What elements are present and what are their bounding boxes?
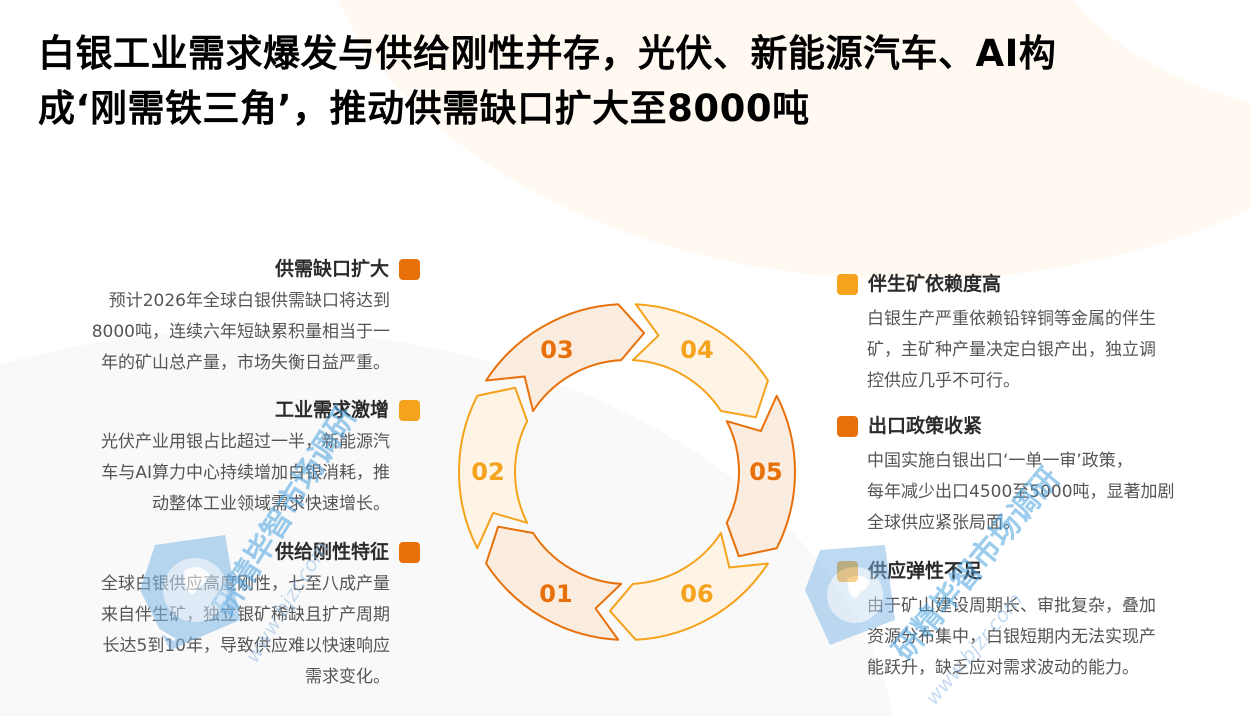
segment-06-arrow: [608, 532, 769, 641]
square-bullet-icon: [399, 399, 420, 421]
text-line: 资源分布集中，白银短期内无法实现产: [867, 627, 1156, 647]
text-line: 全球供应紧张局面。: [867, 513, 1020, 533]
text-line: 需求变化。: [305, 667, 390, 687]
segment-label-05: 05: [749, 458, 783, 486]
segment-label-06: 06: [680, 580, 714, 608]
text-line: 由于矿山建设周期长、审批复杂，叠加: [867, 596, 1156, 616]
item-description: 中国实施白银出口‘一单一审’政策， 每年减少出口4500至5000吨，显著加剧 …: [837, 446, 1237, 539]
text-line: 光伏产业用银占比超过一半，新能源汽: [101, 432, 390, 452]
watermark-globe-logo-icon: [805, 545, 895, 645]
segment-03-arrow: [485, 303, 646, 412]
item-heading: 供应弹性不足: [868, 560, 983, 582]
item-heading: 工业需求激增: [274, 399, 389, 421]
text-line: 每年减少出口4500至5000吨，显著加剧: [867, 482, 1175, 502]
square-bullet-icon: [399, 258, 420, 280]
item-description: 光伏产业用银占比超过一半，新能源汽 车与AI算力中心持续增加白银消耗，推 动整体…: [40, 427, 390, 520]
item-byproduct-dependency: 伴生矿依赖度高 白银生产严重依赖铅锌铜等金属的伴生 矿，主矿种产量决定白银产出，…: [837, 270, 1237, 397]
item-header: 供给刚性特征: [40, 538, 420, 566]
item-header: 供需缺口扩大: [40, 255, 420, 283]
text-line: 中国实施白银出口‘一单一审’政策，: [867, 451, 1133, 471]
item-heading: 供给刚性特征: [274, 541, 389, 563]
text-line: 年的矿山总产量，市场失衡日益严重。: [101, 353, 390, 373]
item-supply-elasticity: 供应弹性不足 由于矿山建设周期长、审批复杂，叠加 资源分布集中，白银短期内无法实…: [837, 557, 1237, 684]
cycle-arrows: [458, 303, 796, 641]
text-line: 白银生产严重依赖铅锌铜等金属的伴生: [867, 309, 1156, 329]
segment-05-arrow: [725, 394, 796, 558]
item-supply-gap: 供需缺口扩大 预计2026年全球白银供需缺口将达到 8000吨，连续六年短缺累积…: [40, 255, 420, 379]
item-export-policy: 出口政策收紧 中国实施白银出口‘一单一审’政策， 每年减少出口4500至5000…: [837, 412, 1237, 539]
text-line: 动整体工业领域需求快速增长。: [152, 494, 390, 514]
text-line: 预计2026年全球白银供需缺口将达到: [108, 291, 390, 311]
text-line: 车与AI算力中心持续增加白银消耗，推: [101, 463, 390, 483]
text-line: 矿，主矿种产量决定白银产出，独立调: [867, 340, 1156, 360]
item-industrial-demand: 工业需求激增 光伏产业用银占比超过一半，新能源汽 车与AI算力中心持续增加白银消…: [40, 396, 420, 520]
square-bullet-icon: [837, 273, 858, 295]
item-heading: 伴生矿依赖度高: [868, 273, 1002, 295]
watermark-globe-logo-icon: [140, 535, 240, 650]
item-header: 出口政策收紧: [837, 412, 1237, 440]
title-line-1: 白银工业需求爆发与供给刚性并存，光伏、新能源汽车、AI构: [38, 32, 1057, 75]
segment-label-02: 02: [471, 458, 505, 486]
segment-label-04: 04: [680, 336, 714, 364]
square-bullet-icon: [399, 541, 420, 563]
square-bullet-icon: [837, 415, 858, 437]
segment-04-arrow: [631, 303, 769, 419]
text-line: 8000吨，连续六年短缺累积量相当于一: [91, 322, 390, 342]
text-line: 控供应几乎不可行。: [867, 371, 1020, 391]
item-description: 预计2026年全球白银供需缺口将达到 8000吨，连续六年短缺累积量相当于一 年…: [40, 286, 390, 379]
cycle-diagram: 01 02 03 04 05 06: [455, 290, 805, 650]
segment-label-03: 03: [540, 336, 574, 364]
page-title: 白银工业需求爆发与供给刚性并存，光伏、新能源汽车、AI构 成‘刚需铁三角’，推动…: [38, 26, 1218, 136]
item-header: 工业需求激增: [40, 396, 420, 424]
item-description: 白银生产严重依赖铅锌铜等金属的伴生 矿，主矿种产量决定白银产出，独立调 控供应几…: [837, 304, 1237, 397]
item-heading: 出口政策收紧: [868, 415, 983, 437]
item-description: 由于矿山建设周期长、审批复杂，叠加 资源分布集中，白银短期内无法实现产 能跃升，…: [837, 591, 1237, 684]
segment-label-01: 01: [539, 580, 573, 608]
text-line: 能跃升，缺乏应对需求波动的能力。: [867, 658, 1139, 678]
item-heading: 供需缺口扩大: [274, 258, 389, 280]
segment-01-arrow: [485, 525, 623, 641]
segment-02-arrow: [458, 386, 529, 550]
item-header: 伴生矿依赖度高: [837, 270, 1237, 298]
title-line-2: 成‘刚需铁三角’，推动供需缺口扩大至8000吨: [38, 87, 810, 130]
